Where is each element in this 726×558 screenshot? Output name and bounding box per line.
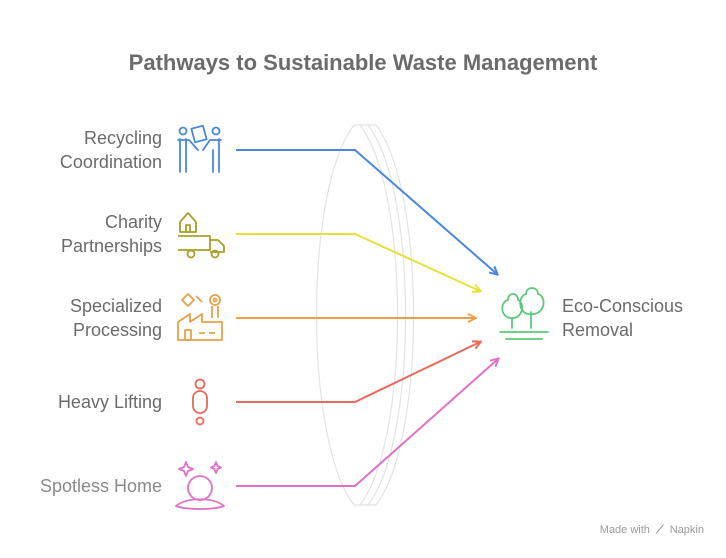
trees-icon [499,287,549,340]
napkin-logo-icon: ⟋ [655,524,664,536]
label-line: Recycling [83,128,162,148]
factory-icon [177,293,223,341]
label-line: Specialized [69,296,162,316]
lens-decoration [315,124,415,506]
label-line: Partnerships [60,236,162,256]
diagram-title: Pathways to Sustainable Waste Management [128,50,598,75]
connector-charity [236,233,480,291]
label-line: Processing [72,320,162,340]
meditation-sparkle-icon [175,461,225,510]
label-line: Charity [104,212,162,232]
label-line: Eco-Conscious [562,296,684,316]
person-icon [192,378,208,426]
label-line: Coordination [59,152,162,172]
source-label-recycling: Recycling Coordination [60,126,162,174]
source-label-processing: Specialized Processing [70,294,162,342]
source-label-charity: Charity Partnerships [61,210,162,258]
source-label-lifting: Heavy Lifting [58,390,162,414]
connector-home [236,359,498,487]
label-line: Heavy Lifting [57,392,162,412]
source-label-home: Spotless Home [40,474,162,498]
label-line: Spotless Home [39,476,162,496]
connector-recycling [236,149,497,274]
connector-lifting [236,342,480,403]
target-label: Eco-Conscious Removal [562,294,683,342]
brand-watermark: Made with ⟋ Napkin [600,524,704,537]
brand-prefix: Made with [599,524,650,536]
label-line: Removal [562,320,634,340]
workers-icon [177,124,222,173]
delivery-truck-icon [178,212,225,259]
brand-name: Napkin [669,524,704,536]
